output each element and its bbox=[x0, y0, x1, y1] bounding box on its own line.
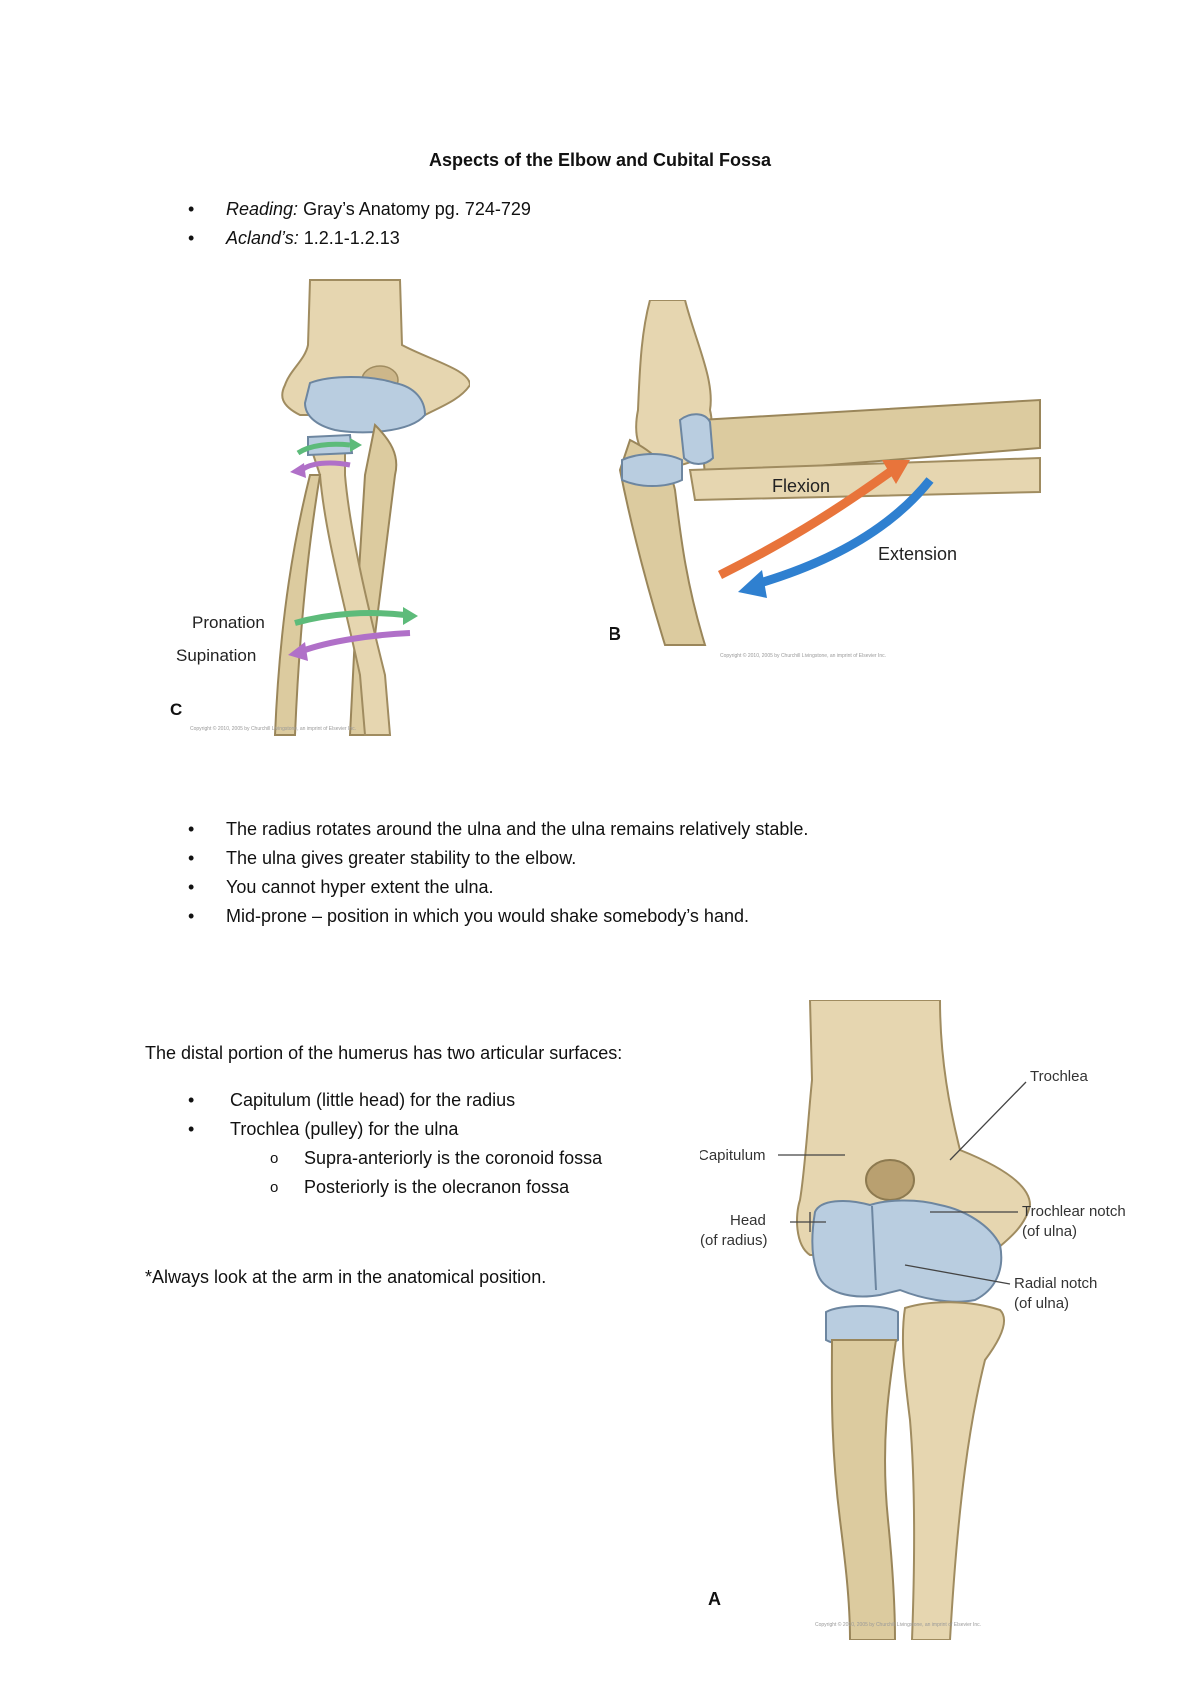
figure-c-letter: C bbox=[170, 700, 182, 719]
figure-b-letter: B bbox=[610, 624, 621, 644]
articular-surfaces-list: Capitulum (little head) for the radius T… bbox=[188, 1086, 602, 1202]
fact-item: The ulna gives greater stability to the … bbox=[188, 844, 808, 873]
reading-label: Reading: bbox=[226, 199, 299, 219]
surface-trochlea-text: Trochlea (pulley) for the ulna bbox=[230, 1119, 459, 1139]
capitulum-label: Capitulum bbox=[700, 1147, 766, 1164]
flexion-label: Flexion bbox=[772, 476, 830, 496]
trochlea-fossa-list: Supra-anteriorly is the coronoid fossa P… bbox=[270, 1144, 602, 1202]
figure-b-copyright: Copyright © 2010, 2005 by Churchill Livi… bbox=[720, 652, 886, 659]
trochlear-notch-label-sub: (of ulna) bbox=[1022, 1223, 1077, 1240]
radial-notch-label: Radial notch bbox=[1014, 1275, 1097, 1292]
trochlea-label: Trochlea bbox=[1030, 1068, 1088, 1085]
trochlear-notch-label: Trochlear notch bbox=[1022, 1203, 1126, 1220]
pronation-label: Pronation bbox=[192, 613, 265, 632]
surface-trochlea: Trochlea (pulley) for the ulna Supra-ant… bbox=[188, 1115, 602, 1202]
fact-item: You cannot hyper extent the ulna. bbox=[188, 873, 808, 902]
humerus-intro: The distal portion of the humerus has tw… bbox=[145, 1043, 623, 1063]
supination-label: Supination bbox=[176, 646, 256, 665]
fact-item: Mid-prone – position in which you would … bbox=[188, 902, 808, 931]
acland-text: 1.2.1-1.2.13 bbox=[298, 228, 400, 248]
forearm-facts-list: The radius rotates around the ulna and t… bbox=[188, 815, 808, 931]
head-label: Head bbox=[730, 1212, 766, 1229]
acland-item: Acland’s: 1.2.1-1.2.13 bbox=[188, 224, 531, 253]
surface-capitulum: Capitulum (little head) for the radius bbox=[188, 1086, 602, 1115]
reading-item: Reading: Gray’s Anatomy pg. 724-729 bbox=[188, 195, 531, 224]
figure-a-letter: A bbox=[708, 1589, 721, 1609]
reading-text: Gray’s Anatomy pg. 724-729 bbox=[298, 199, 531, 219]
acland-label: Acland’s: bbox=[226, 228, 299, 248]
reading-list: Reading: Gray’s Anatomy pg. 724-729 Acla… bbox=[188, 195, 531, 253]
head-label-sub: (of radius) bbox=[700, 1232, 768, 1249]
radial-notch-label-sub: (of ulna) bbox=[1014, 1295, 1069, 1312]
extension-label: Extension bbox=[878, 544, 957, 564]
figure-a-distal-humerus: Trochlea Capitulum Head (of radius) Troc… bbox=[700, 1000, 1126, 1640]
anatomical-position-note: *Always look at the arm in the anatomica… bbox=[145, 1267, 547, 1287]
figure-c-pronation-supination: Pronation Supination C Copyright © 2010,… bbox=[170, 279, 470, 736]
figure-c-copyright: Copyright © 2010, 2005 by Churchill Livi… bbox=[190, 725, 356, 732]
figure-b-flexion-extension: Flexion Extension B Copyright © 2010, 20… bbox=[610, 300, 1041, 659]
fact-item: The radius rotates around the ulna and t… bbox=[188, 815, 808, 844]
fossa-item: Supra-anteriorly is the coronoid fossa bbox=[270, 1144, 602, 1173]
page-title: Aspects of the Elbow and Cubital Fossa bbox=[428, 150, 772, 170]
figure-a-copyright: Copyright © 2010, 2005 by Churchill Livi… bbox=[815, 1621, 981, 1628]
fossa-item: Posteriorly is the olecranon fossa bbox=[270, 1173, 602, 1202]
